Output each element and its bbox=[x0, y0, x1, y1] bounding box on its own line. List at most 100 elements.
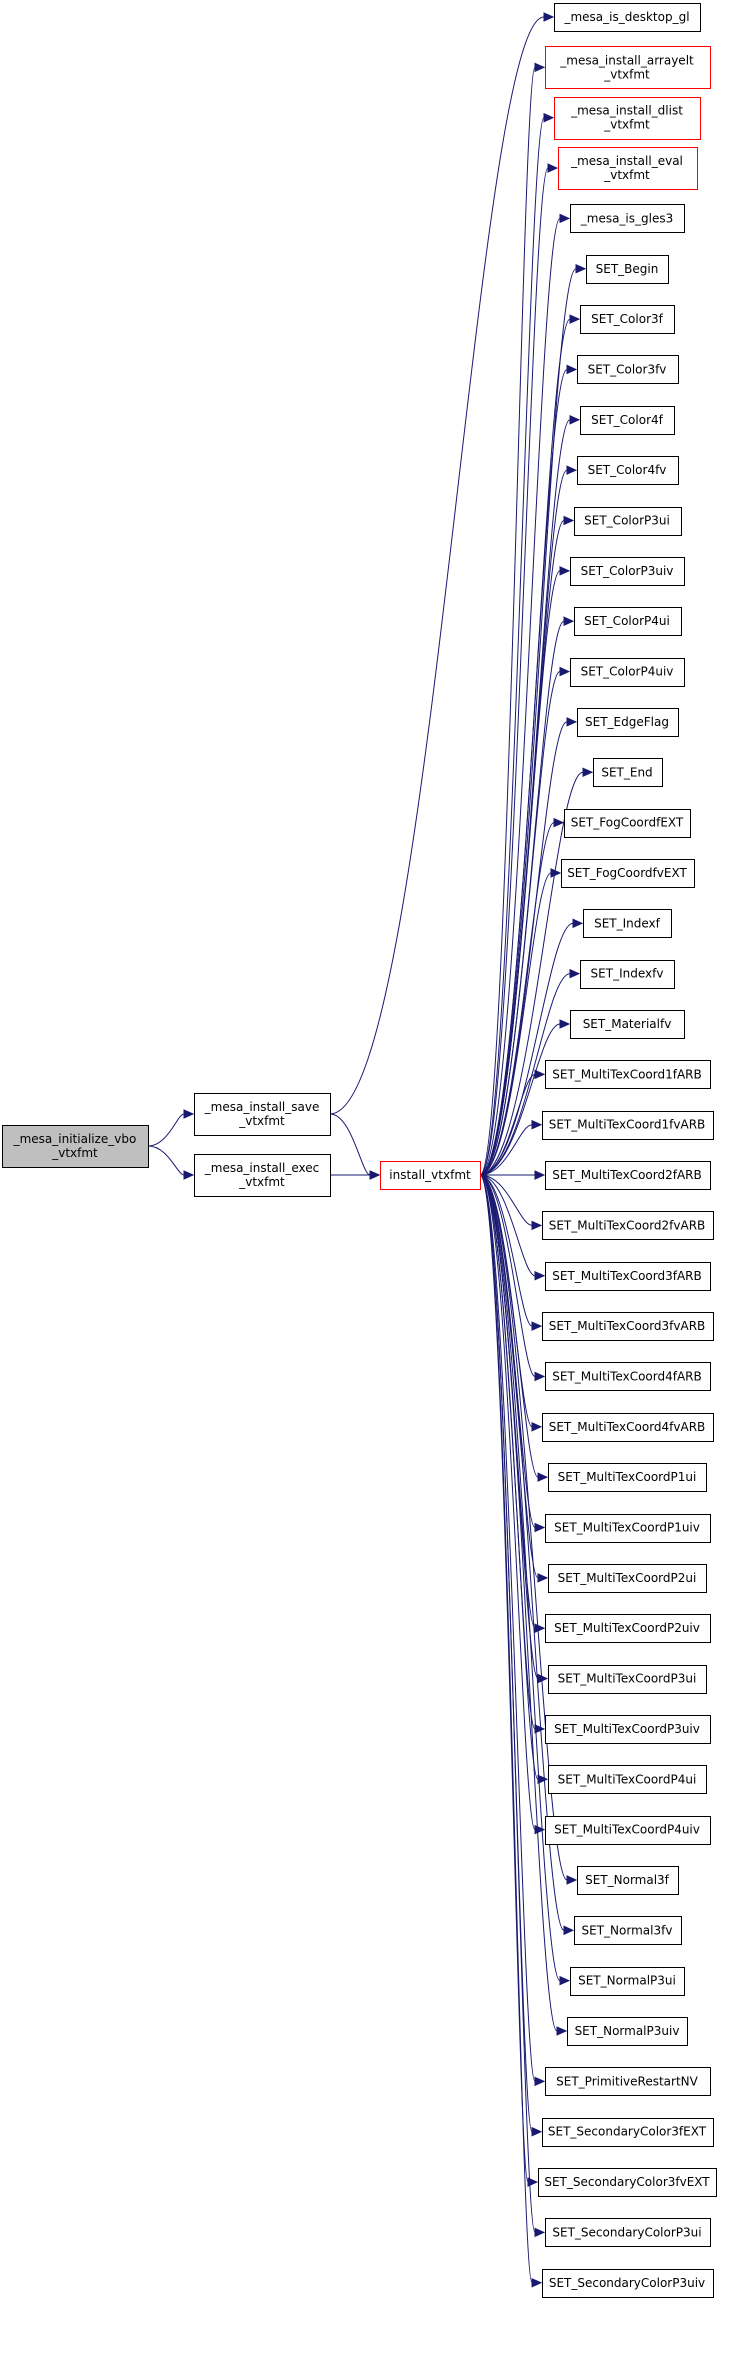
node-mtcp3ui[interactable]: SET_MultiTexCoordP3ui bbox=[548, 1665, 707, 1694]
node-materialfv[interactable]: SET_Materialfv bbox=[570, 1010, 685, 1039]
node-exec[interactable]: _mesa_install_exec_vtxfmt bbox=[194, 1154, 331, 1197]
node-colorp3ui[interactable]: SET_ColorP3ui bbox=[574, 507, 682, 536]
edge-install-normalp3uiv bbox=[479, 1174, 558, 2032]
edge-install-indexf-arrowhead bbox=[572, 918, 584, 929]
edge-install-normalp3ui bbox=[479, 1174, 561, 1982]
node-mtc1fv[interactable]: SET_MultiTexCoord1fvARB bbox=[542, 1111, 714, 1140]
edge-install-indexfv bbox=[479, 973, 571, 1176]
node-arrayelt[interactable]: _mesa_install_arrayelt_vtxfmt bbox=[545, 46, 711, 89]
node-box bbox=[548, 1765, 707, 1794]
node-label: SET_Indexf bbox=[594, 916, 661, 930]
edge-install-gles3-arrowhead bbox=[559, 213, 571, 224]
node-mtc1f[interactable]: SET_MultiTexCoord1fARB bbox=[545, 1060, 711, 1089]
node-color4fv[interactable]: SET_Color4fv bbox=[577, 456, 679, 485]
node-fogcoordfv[interactable]: SET_FogCoordfvEXT bbox=[561, 859, 695, 888]
edge-install-colorp4uiv-arrowhead bbox=[559, 666, 571, 677]
node-normal3f[interactable]: SET_Normal3f bbox=[577, 1866, 679, 1895]
node-dlist[interactable]: _mesa_install_dlist_vtxfmt bbox=[554, 97, 701, 140]
node-begin[interactable]: SET_Begin bbox=[586, 255, 669, 284]
node-install[interactable]: install_vtxfmt bbox=[380, 1161, 481, 1190]
edge-install-mtc1fv bbox=[479, 1124, 533, 1176]
node-mtcp2uiv[interactable]: SET_MultiTexCoordP2uiv bbox=[545, 1614, 711, 1643]
edge-root-exec bbox=[147, 1145, 185, 1176]
node-label: SET_NormalP3uiv bbox=[575, 2024, 680, 2038]
node-label: SET_MultiTexCoord2fvARB bbox=[549, 1218, 706, 1232]
node-box bbox=[545, 1715, 711, 1744]
node-edgeflag[interactable]: SET_EdgeFlag bbox=[577, 708, 679, 737]
node-seccolorp3ui[interactable]: SET_SecondaryColorP3ui bbox=[545, 2218, 711, 2247]
node-mtc2fv[interactable]: SET_MultiTexCoord2fvARB bbox=[542, 1211, 714, 1240]
node-box bbox=[570, 658, 685, 687]
node-seccolorp3uiv[interactable]: SET_SecondaryColorP3uiv bbox=[542, 2269, 714, 2298]
node-box bbox=[545, 1362, 711, 1391]
node-box bbox=[194, 1093, 331, 1136]
node-label: SET_MultiTexCoordP4uiv bbox=[554, 1823, 700, 1837]
node-seccolor3fv[interactable]: SET_SecondaryColor3fvEXT bbox=[538, 2168, 717, 2197]
node-indexf[interactable]: SET_Indexf bbox=[583, 909, 672, 938]
node-normal3fv[interactable]: SET_Normal3fv bbox=[574, 1916, 682, 1945]
node-color3fv[interactable]: SET_Color3fv bbox=[577, 355, 679, 384]
edge-install-seccolorp3ui bbox=[479, 1174, 536, 2233]
node-label: SET_Materialfv bbox=[583, 1017, 672, 1031]
node-normalp3uiv[interactable]: SET_NormalP3uiv bbox=[567, 2017, 688, 2046]
node-primrestart[interactable]: SET_PrimitiveRestartNV bbox=[545, 2067, 711, 2096]
node-mtc3fv[interactable]: SET_MultiTexCoord3fvARB bbox=[542, 1312, 714, 1341]
node-mtcp1uiv[interactable]: SET_MultiTexCoordP1uiv bbox=[545, 1514, 711, 1543]
node-box bbox=[567, 2017, 688, 2046]
node-normalp3ui[interactable]: SET_NormalP3ui bbox=[570, 1967, 685, 1996]
node-mtcp4ui[interactable]: SET_MultiTexCoordP4ui bbox=[548, 1765, 707, 1794]
node-box bbox=[561, 859, 695, 888]
edge-install-arrayelt bbox=[479, 66, 536, 1176]
node-label: _mesa_install_dlist bbox=[570, 104, 683, 118]
node-colorp4ui[interactable]: SET_ColorP4ui bbox=[574, 607, 682, 636]
node-box bbox=[538, 2168, 717, 2197]
edge-install-seccolorp3uiv bbox=[479, 1174, 533, 2284]
node-root[interactable]: _mesa_initialize_vbo_vtxfmt bbox=[2, 1125, 149, 1168]
node-box bbox=[574, 1916, 682, 1945]
node-box bbox=[577, 1866, 679, 1895]
node-mtcp1ui[interactable]: SET_MultiTexCoordP1ui bbox=[548, 1463, 707, 1492]
node-indexfv[interactable]: SET_Indexfv bbox=[580, 960, 675, 989]
edge-install-end bbox=[479, 771, 584, 1176]
node-color3f[interactable]: SET_Color3f bbox=[580, 305, 675, 334]
edge-install-mtcp4uiv bbox=[479, 1174, 536, 1831]
node-color4f[interactable]: SET_Color4f bbox=[580, 406, 675, 435]
call-nodes: _mesa_is_desktop_gl _mesa_install_arrayel… bbox=[2, 3, 717, 2298]
node-mtc4f[interactable]: SET_MultiTexCoord4fARB bbox=[545, 1362, 711, 1391]
node-colorp3uiv[interactable]: SET_ColorP3uiv bbox=[570, 557, 685, 586]
node-fogcoordf[interactable]: SET_FogCoordfEXT bbox=[564, 809, 691, 838]
node-mtcp3uiv[interactable]: SET_MultiTexCoordP3uiv bbox=[545, 1715, 711, 1744]
node-mtcp2ui[interactable]: SET_MultiTexCoordP2ui bbox=[548, 1564, 707, 1593]
edge-install-mtcp1uiv-arrowhead bbox=[534, 1522, 546, 1533]
edge-install-colorp3uiv-arrowhead bbox=[559, 566, 571, 576]
node-colorp4uiv[interactable]: SET_ColorP4uiv bbox=[570, 658, 685, 687]
node-box bbox=[580, 960, 675, 989]
edge-install-mtc1f bbox=[479, 1073, 536, 1176]
node-end[interactable]: SET_End bbox=[593, 758, 663, 787]
node-save[interactable]: _mesa_install_save_vtxfmt bbox=[194, 1093, 331, 1136]
node-box bbox=[545, 1262, 711, 1291]
edge-install-seccolor3fv bbox=[479, 1174, 529, 2183]
edge-exec-install-arrowhead bbox=[369, 1170, 381, 1180]
node-mtc3f[interactable]: SET_MultiTexCoord3fARB bbox=[545, 1262, 711, 1291]
node-box bbox=[542, 1413, 714, 1442]
node-mtc4fv[interactable]: SET_MultiTexCoord4fvARB bbox=[542, 1413, 714, 1442]
node-label: SET_MultiTexCoordP2ui bbox=[558, 1571, 697, 1585]
node-eval[interactable]: _mesa_install_eval_vtxfmt bbox=[558, 147, 698, 190]
node-mtcp4uiv[interactable]: SET_MultiTexCoordP4uiv bbox=[545, 1816, 711, 1845]
node-box bbox=[570, 1010, 685, 1039]
node-seccolor3f[interactable]: SET_SecondaryColor3fEXT bbox=[542, 2118, 714, 2147]
node-label: SET_MultiTexCoordP1ui bbox=[558, 1470, 697, 1484]
edge-install-color3fv bbox=[479, 368, 568, 1176]
node-mtc2f[interactable]: SET_MultiTexCoord2fARB bbox=[545, 1161, 711, 1190]
node-gles3[interactable]: _mesa_is_gles3 bbox=[570, 204, 685, 233]
edge-install-normal3fv-arrowhead bbox=[563, 1925, 575, 1936]
edge-install-mtc1fv-arrowhead bbox=[531, 1119, 543, 1130]
node-is_desktop_gl[interactable]: _mesa_is_desktop_gl bbox=[554, 3, 701, 32]
node-label: SET_FogCoordfEXT bbox=[571, 816, 684, 830]
edge-install-mtcp2uiv-arrowhead bbox=[534, 1623, 546, 1633]
node-label: SET_SecondaryColorP3ui bbox=[552, 2225, 701, 2239]
node-label: _mesa_initialize_vbo bbox=[13, 1132, 137, 1146]
node-label: _vtxfmt bbox=[238, 1175, 285, 1189]
node-box bbox=[577, 456, 679, 485]
